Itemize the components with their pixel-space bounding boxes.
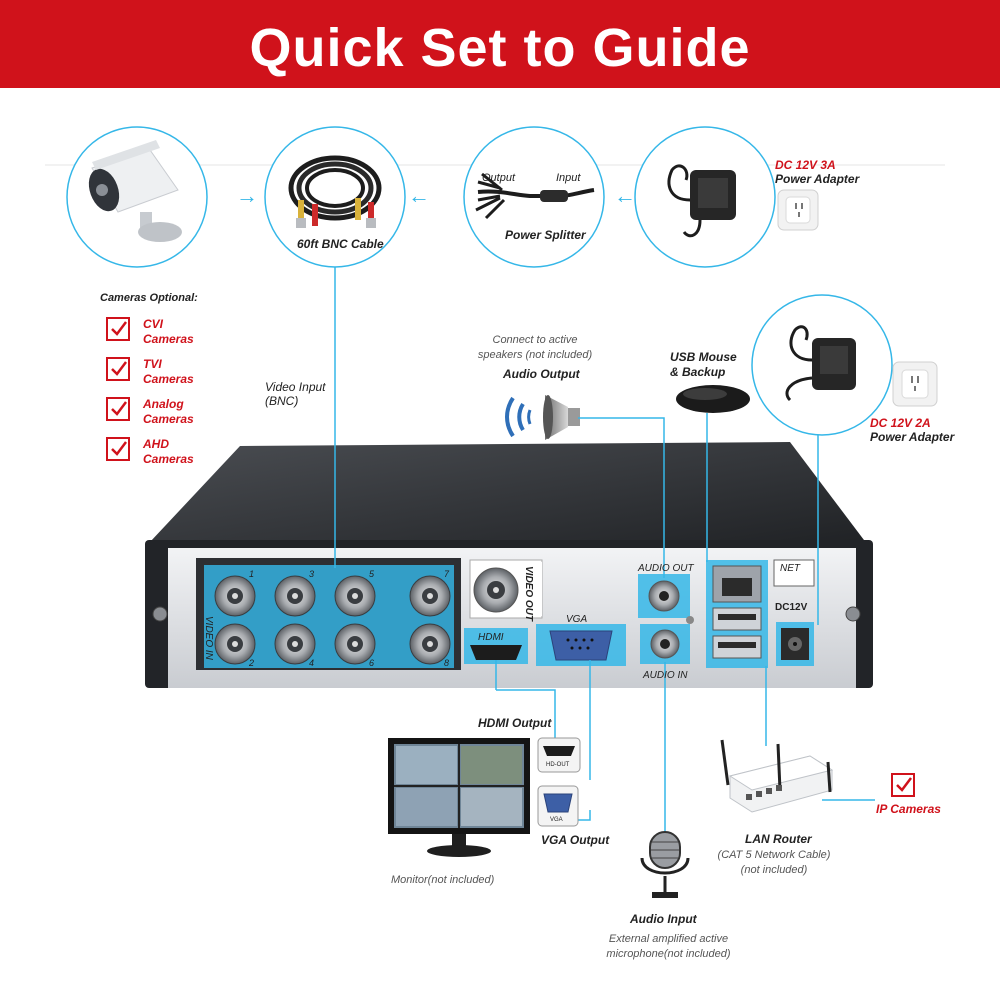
power-adapter-2a-bubble bbox=[751, 294, 893, 436]
adapter-3a-name: Power Adapter bbox=[775, 172, 860, 186]
bnc-connector-pin bbox=[352, 641, 358, 647]
title-banner: Quick Set to Guide bbox=[0, 0, 1000, 88]
wall-socket-1 bbox=[777, 189, 819, 231]
adapter-3a-spec: DC 12V 3A bbox=[775, 158, 836, 172]
bnc-connectors: 1 3 5 7 2 4 6 8 bbox=[214, 569, 451, 668]
label-video-in: VIDEO IN bbox=[203, 616, 214, 661]
label-video-out: VIDEO OUT bbox=[523, 566, 534, 622]
video-input-label: Video Input(BNC) bbox=[265, 380, 326, 408]
channel-number: 2 bbox=[248, 658, 254, 668]
bnc-connector-pin bbox=[427, 641, 433, 647]
label-hdmi-port: HDMI bbox=[478, 632, 504, 643]
vga-port-icon bbox=[537, 785, 579, 827]
monitor-icon bbox=[388, 738, 530, 857]
lan-router-icon bbox=[720, 739, 834, 813]
label-dc-port: DC12V bbox=[775, 602, 808, 613]
speaker-icon bbox=[505, 395, 580, 440]
label-hdout: HD-OUT bbox=[546, 762, 570, 768]
vga-port bbox=[536, 624, 626, 666]
ip-camera-checkbox bbox=[891, 773, 915, 797]
hdout-port-icon bbox=[537, 737, 581, 773]
hdmi-port bbox=[464, 628, 528, 664]
channel-number: 6 bbox=[369, 658, 374, 668]
ip-cameras-label: IP Cameras bbox=[876, 802, 941, 816]
power-splitter-label: Power Splitter bbox=[505, 228, 586, 242]
audio-ports bbox=[638, 574, 694, 664]
channel-number: 1 bbox=[249, 569, 254, 579]
channel-number: 4 bbox=[309, 658, 314, 668]
arrow-camera-to-cable: → bbox=[236, 183, 258, 208]
bnc-cable-bubble bbox=[264, 126, 406, 268]
page-title: Quick Set to Guide bbox=[249, 18, 751, 78]
cameras-optional-header: Cameras Optional: bbox=[100, 292, 198, 304]
adapter-2a-spec: DC 12V 2A bbox=[870, 416, 931, 430]
adapter-2a-name: Power Adapter bbox=[870, 430, 955, 444]
splitter-input-label: Input bbox=[556, 172, 581, 184]
bnc-connector-pin bbox=[292, 593, 298, 599]
camera-bubble bbox=[66, 126, 208, 268]
net-usb-ports bbox=[706, 560, 768, 668]
usb-mouse-icon bbox=[676, 385, 750, 413]
label-audio-in-port: AUDIO IN bbox=[642, 670, 688, 681]
splitter-output-label: Output bbox=[482, 172, 516, 184]
bnc-connector-pin bbox=[292, 641, 298, 647]
usb-mouse-label: USB Mouse& Backup bbox=[670, 350, 737, 379]
channel-number: 5 bbox=[369, 569, 375, 579]
lan-router-note: (CAT 5 Network Cable)(not included) bbox=[717, 849, 831, 876]
video-out-port bbox=[469, 559, 543, 619]
lan-router-label: LAN Router bbox=[745, 832, 812, 846]
bnc-cable-label: 60ft BNC Cable bbox=[297, 237, 384, 251]
hdmi-output-label: HDMI Output bbox=[478, 716, 552, 730]
bnc-connector-pin bbox=[232, 593, 238, 599]
monitor-note: Monitor(not included) bbox=[391, 874, 495, 886]
audio-output-label: Audio Output bbox=[503, 367, 580, 381]
label-vga-small: VGA bbox=[550, 817, 563, 823]
audio-input-label: Audio Input bbox=[630, 912, 697, 926]
power-adapter-3a-bubble bbox=[634, 126, 776, 268]
checkbox-group bbox=[106, 317, 130, 461]
dc-power-port bbox=[773, 559, 815, 666]
microphone-icon bbox=[640, 831, 690, 898]
channel-number: 8 bbox=[444, 658, 449, 668]
label-vga-port: VGA bbox=[566, 614, 587, 625]
bnc-connector-pin bbox=[427, 593, 433, 599]
label-net-port: NET bbox=[780, 563, 801, 574]
bnc-connector-pin bbox=[232, 641, 238, 647]
vga-output-label: VGA Output bbox=[541, 833, 610, 847]
channel-number: 3 bbox=[309, 569, 314, 579]
arrow-adapter-to-splitter: ← bbox=[614, 183, 636, 208]
bnc-connector-pin bbox=[352, 593, 358, 599]
connector-lines bbox=[334, 267, 875, 832]
channel-number: 7 bbox=[444, 569, 450, 579]
power-splitter-bubble bbox=[463, 126, 605, 268]
wall-socket-2 bbox=[892, 361, 938, 407]
label-audio-out-port: AUDIO OUT bbox=[637, 563, 694, 574]
arrow-splitter-to-cable: ← bbox=[408, 183, 430, 208]
